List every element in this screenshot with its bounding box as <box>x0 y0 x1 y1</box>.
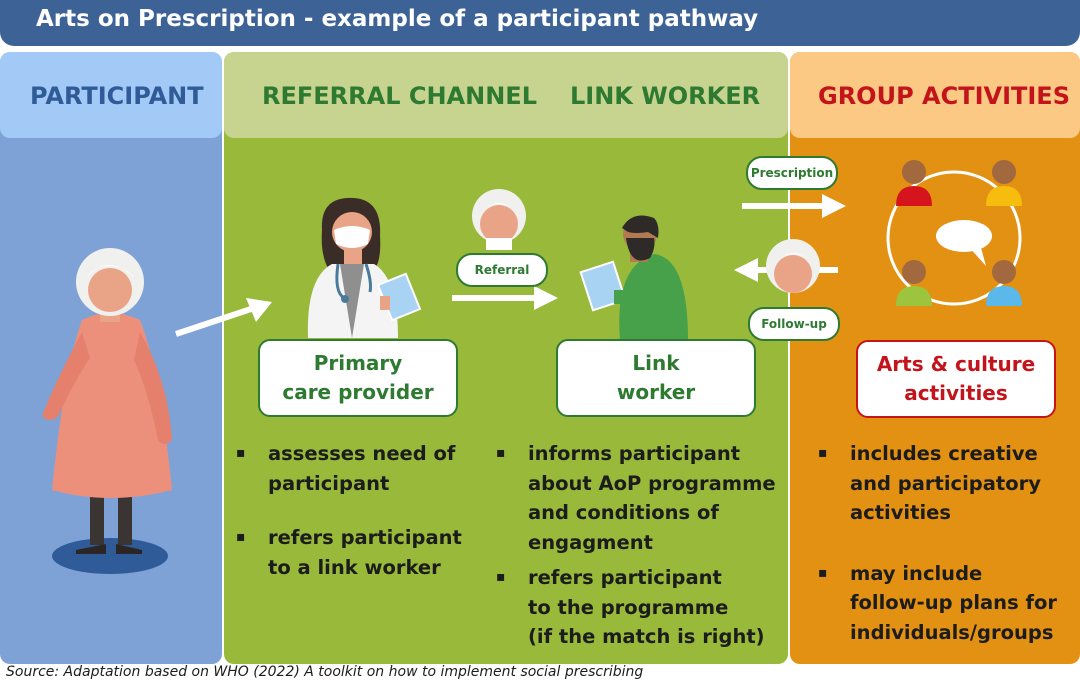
referral-patient-icon <box>472 189 526 250</box>
bullet-item: ▪ assesses need of participant <box>236 439 496 498</box>
bullet-marker-icon: ▪ <box>236 445 246 461</box>
group-activities-heading: GROUP ACTIVITIES <box>818 82 1070 110</box>
link-worker-icon <box>579 215 688 340</box>
follow-up-label: Follow-up <box>748 307 840 341</box>
bullet-item: ▪ refers participant to a link worker <box>236 523 496 582</box>
primary-care-line-2: care provider <box>282 380 434 404</box>
primary-care-provider-box: Primary care provider <box>258 339 458 417</box>
bullet-marker-icon: ▪ <box>496 569 506 585</box>
doctor-icon <box>307 197 422 338</box>
arts-culture-line-1: Arts & culture <box>876 352 1036 376</box>
page-title: Arts on Prescription - example of a part… <box>36 6 759 32</box>
link-worker-box: Link worker <box>556 339 756 417</box>
source-note: Source: Adaptation based on WHO (2022) A… <box>6 664 644 680</box>
bullet-item: ▪ may include follow-up plans for indivi… <box>818 559 1080 648</box>
arts-culture-line-2: activities <box>904 381 1008 405</box>
prescription-label: Prescription <box>746 156 838 190</box>
arts-culture-activities-box: Arts & culture activities <box>856 340 1056 418</box>
link-worker-heading: LINK WORKER <box>570 82 761 110</box>
link-worker-line-1: Link <box>632 351 680 375</box>
participant-heading: PARTICIPANT <box>30 82 204 110</box>
primary-care-line-1: Primary <box>313 351 403 375</box>
participant-figure-icon <box>42 248 172 574</box>
link-worker-bullets: ▪ informs participant about AoP programm… <box>496 439 786 658</box>
group-circle-icon <box>886 160 1022 306</box>
primary-care-bullets: ▪ assesses need of participant ▪ refers … <box>236 439 496 607</box>
arrow-to-primary-care <box>175 298 272 337</box>
group-activities-header <box>790 52 1080 138</box>
arrow-to-link-worker <box>452 286 558 310</box>
bullet-item: ▪ informs participant about AoP programm… <box>496 439 786 557</box>
follow-up-patient-icon <box>766 239 820 293</box>
group-activities-bullets: ▪ includes creative and participatory ac… <box>818 439 1080 678</box>
bullet-marker-icon: ▪ <box>818 445 828 461</box>
bullet-marker-icon: ▪ <box>496 445 506 461</box>
referral-channel-heading: REFERRAL CHANNEL <box>262 82 537 110</box>
bullet-marker-icon: ▪ <box>818 564 828 581</box>
referral-label: Referral <box>456 253 548 287</box>
bullet-item: ▪ includes creative and participatory ac… <box>818 439 1080 528</box>
referral-link-header <box>224 52 788 138</box>
prescription-arrow <box>742 194 846 218</box>
bullet-item: ▪ refers participant to the programme (i… <box>496 563 786 652</box>
participant-header <box>0 52 222 138</box>
link-worker-line-2: worker <box>616 380 696 404</box>
bullet-marker-icon: ▪ <box>236 529 246 545</box>
title-bar: Arts on Prescription - example of a part… <box>0 0 1080 46</box>
